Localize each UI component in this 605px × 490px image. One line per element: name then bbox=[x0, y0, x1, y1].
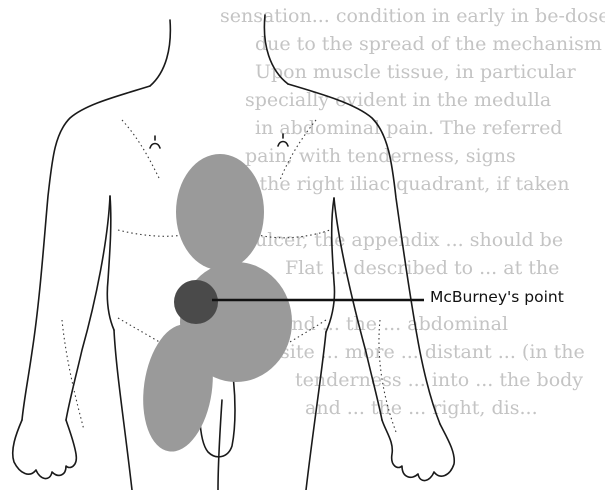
left-arm-outline bbox=[22, 86, 150, 420]
background-text-line: and ... the ... abdominal bbox=[280, 313, 508, 335]
background-text-line: in abdominal pain. The referred bbox=[255, 117, 562, 139]
pain-regions bbox=[135, 154, 292, 456]
background-text-line: sensation... condition in early in be-do… bbox=[220, 5, 605, 27]
background-text-line: ulcer, the appendix ... should be bbox=[255, 229, 563, 251]
background-text-line: tenderness ... into ... the body bbox=[295, 369, 583, 391]
right-hand-outline bbox=[382, 420, 454, 481]
epigastric-pain-region bbox=[176, 154, 264, 270]
left-inner-arm-outline bbox=[66, 196, 110, 420]
inner-leg-outline bbox=[218, 400, 222, 490]
mcburneys-point-label: McBurney's point bbox=[430, 288, 564, 306]
background-text-line: pain, with tenderness, signs bbox=[245, 145, 516, 167]
background-text-line: site ... more ... distant ... (in the bbox=[280, 341, 585, 363]
background-text-line: and ... the ... right, dis... bbox=[305, 397, 538, 419]
left-chest-line bbox=[122, 120, 160, 180]
background-text-line: due to the spread of the mechanism bbox=[255, 33, 602, 55]
background-text-line: Flat ... described to ... at the bbox=[285, 257, 559, 279]
left-hand-outline bbox=[13, 420, 77, 479]
mcburneys-point-marker bbox=[174, 280, 218, 324]
background-text-line: specially evident in the medulla bbox=[245, 89, 551, 111]
left-leg-outline bbox=[114, 330, 132, 490]
left-nipple bbox=[150, 136, 160, 148]
background-text-line: Upon muscle tissue, in particular bbox=[255, 61, 577, 83]
left-arm-dotted bbox=[62, 320, 84, 430]
background-text-line: of the right iliac quadrant, if taken bbox=[235, 173, 570, 195]
